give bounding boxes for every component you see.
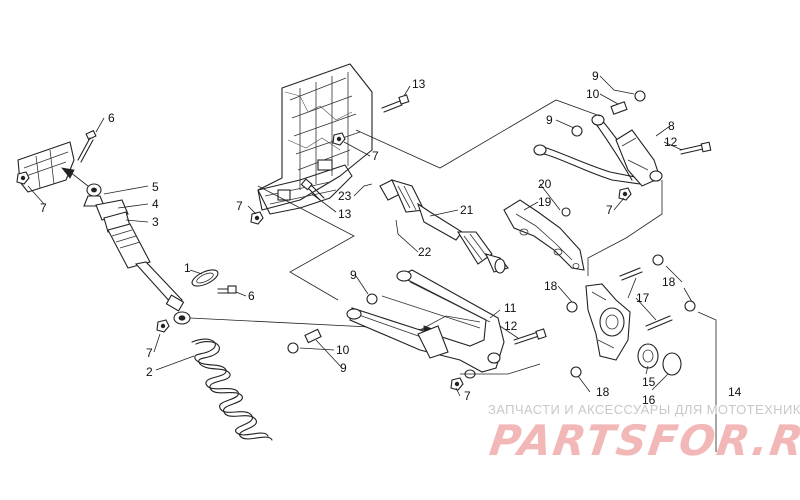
callout-18: 18: [662, 275, 676, 289]
callout-15: 15: [642, 375, 656, 389]
callout-10: 10: [336, 343, 350, 357]
watermark-logo: PARTSFOR.RU: [486, 416, 800, 465]
bolt-12-top: [679, 141, 712, 155]
callout-23: 23: [338, 189, 352, 203]
callout-13: 13: [338, 207, 352, 221]
callout-13: 13: [412, 77, 426, 91]
assembly-outline-bottom: [460, 363, 541, 375]
callout-7: 7: [40, 201, 47, 215]
callout-20: 20: [538, 177, 552, 191]
callout-22: 22: [418, 245, 432, 259]
callout-2: 2: [146, 365, 153, 379]
shock-absorber: [83, 183, 191, 325]
drive-shaft: [379, 179, 509, 274]
nut-7-top-left: [16, 171, 30, 185]
callout-9: 9: [350, 268, 357, 282]
nut-7-left: [250, 211, 264, 225]
callout-9: 9: [592, 69, 599, 83]
nut-7-lower-arm: [450, 377, 464, 391]
bolt-13-lower: [300, 178, 325, 201]
callout-9: 9: [546, 113, 553, 127]
callout-18: 18: [544, 279, 558, 293]
bearing-15: [637, 343, 659, 369]
nut-7-frame: [332, 132, 346, 146]
callout-1: 1: [184, 261, 191, 275]
callout-16: 16: [642, 393, 656, 407]
bushing-lower: [287, 328, 322, 354]
bolt-6-lower: [217, 285, 237, 294]
skid-guard-19: [503, 199, 585, 271]
bolt-6-top: [77, 129, 97, 163]
callout-14: 14: [728, 385, 742, 399]
bolt-18-a: [566, 301, 578, 313]
callout-3: 3: [152, 215, 159, 229]
shock-mount-bracket: [17, 141, 75, 193]
spindle-knuckle: [585, 283, 631, 361]
assembly-outline-right: [587, 180, 663, 276]
callout-7: 7: [464, 389, 471, 403]
callout-4: 4: [152, 197, 159, 211]
bolt-13-top: [381, 94, 410, 113]
assembly-outline-top: [355, 99, 601, 169]
assembly-outline-14: [697, 311, 717, 452]
bolt-20: [561, 207, 571, 217]
callout-7: 7: [146, 346, 153, 360]
bolt-18-c: [652, 254, 696, 312]
spring-2: [191, 338, 273, 441]
assembly-outline-left: [257, 185, 355, 301]
callout-12: 12: [664, 135, 678, 149]
callout-5: 5: [152, 180, 159, 194]
callout-6: 6: [248, 289, 255, 303]
bushing-9-left: [571, 125, 583, 137]
callout-11: 11: [504, 301, 517, 315]
callout-9: 9: [340, 361, 347, 375]
callout-12: 12: [504, 319, 518, 333]
callout-6: 6: [108, 111, 115, 125]
frame-section: [257, 63, 373, 215]
callout-21: 21: [460, 203, 474, 217]
snap-ring-16: [662, 352, 682, 376]
callout-19: 19: [538, 195, 552, 209]
callout-8: 8: [668, 119, 675, 133]
watermark-caption: ЗАПЧАСТИ И АКСЕССУАРЫ ДЛЯ МОТОТЕХНИКИ: [488, 402, 800, 417]
callout-17: 17: [636, 291, 650, 305]
nut-7-upper-arm: [618, 187, 632, 201]
ring-1: [191, 269, 219, 287]
lower-a-arm-11: [346, 269, 505, 379]
bolt-18-b: [570, 366, 582, 378]
callout-7: 7: [606, 203, 613, 217]
callout-leaders: [27, 75, 693, 397]
callout-numbers: 6 7 5 4 3 1 6 7 2 13 7 23 13 7 21 22 20 …: [40, 69, 742, 407]
callout-18: 18: [596, 385, 610, 399]
callout-7: 7: [236, 199, 243, 213]
bolt-12-lower: [513, 328, 547, 345]
upper-a-arm-8: [533, 114, 663, 187]
callout-10: 10: [586, 87, 600, 101]
studs-17: [619, 267, 673, 331]
bushing-9-lower: [366, 293, 378, 305]
callout-7: 7: [372, 149, 379, 163]
nut-7-lower-left: [156, 319, 170, 333]
